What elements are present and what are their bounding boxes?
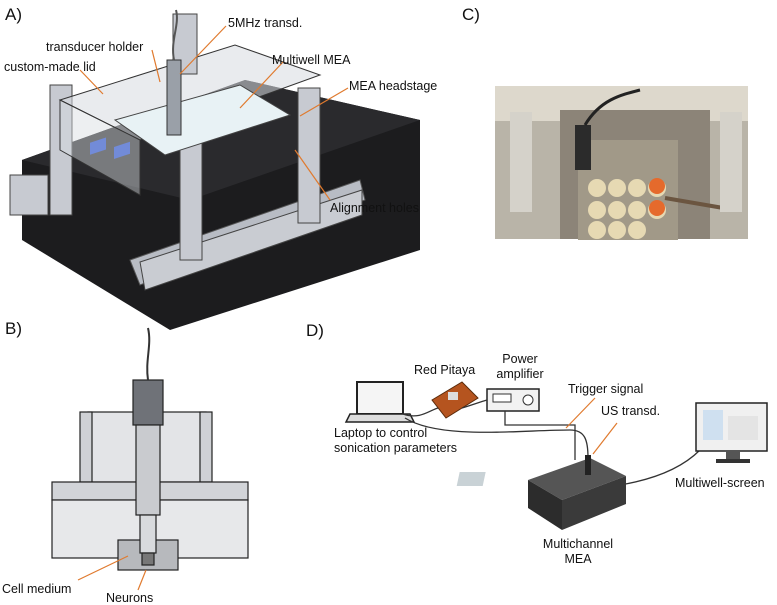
panel-c-label: C) xyxy=(462,5,480,24)
monitor xyxy=(695,402,768,463)
multichannel-line-2: MEA xyxy=(564,551,592,566)
transducer-cable xyxy=(172,9,178,61)
transducer-label: 5MHz transd. xyxy=(228,16,303,30)
blue-button-1 xyxy=(90,137,106,155)
power-amplifier-label: Power amplifier xyxy=(490,353,550,380)
power-amplifier-line-1: Power xyxy=(502,352,538,366)
headstage-label: MEA headstage xyxy=(349,79,438,93)
multichannel-line-1: Multichannel xyxy=(542,537,614,551)
laptop-line-2: sonication parameters xyxy=(334,440,457,455)
multichannel-mea-label: Multichannel MEA xyxy=(533,538,623,565)
panel-b-label: B) xyxy=(5,319,22,338)
leader-lines-a xyxy=(79,25,349,201)
multiwell-screen-label: Multiwell-screen xyxy=(675,476,765,490)
acrylic-lid-front xyxy=(59,99,141,196)
multiwell-mea-label: Multiwell MEA xyxy=(272,53,351,67)
neurons-label: Neurons xyxy=(106,591,154,605)
panel-a-label: A) xyxy=(5,5,22,24)
mea-device xyxy=(456,455,626,530)
laptop-line-1: Laptop to control xyxy=(334,426,428,440)
alignment-holes-label: Alignment holes xyxy=(330,201,419,215)
laptop xyxy=(344,381,416,423)
left-foot xyxy=(9,174,49,216)
red-pitaya-board xyxy=(431,381,479,419)
b-cable xyxy=(146,327,151,381)
laptop-label: Laptop to control sonication parameters xyxy=(334,427,457,454)
panel-d-label: D) xyxy=(306,321,324,340)
power-amplifier-line-2: amplifier xyxy=(496,366,544,381)
blue-button-2 xyxy=(114,141,130,159)
right-post xyxy=(297,87,321,224)
red-pitaya-label: Red Pitaya xyxy=(414,363,476,377)
power-amplifier xyxy=(486,388,540,412)
trigger-signal-label: Trigger signal xyxy=(568,382,644,396)
multiwell-plate xyxy=(113,84,292,156)
lid-label: custom-made lid xyxy=(4,60,96,74)
transducer-holder-label: transducer holder xyxy=(46,40,144,54)
cell-medium-label: Cell medium xyxy=(2,582,72,596)
us-transducer-label: US transd. xyxy=(601,404,661,418)
